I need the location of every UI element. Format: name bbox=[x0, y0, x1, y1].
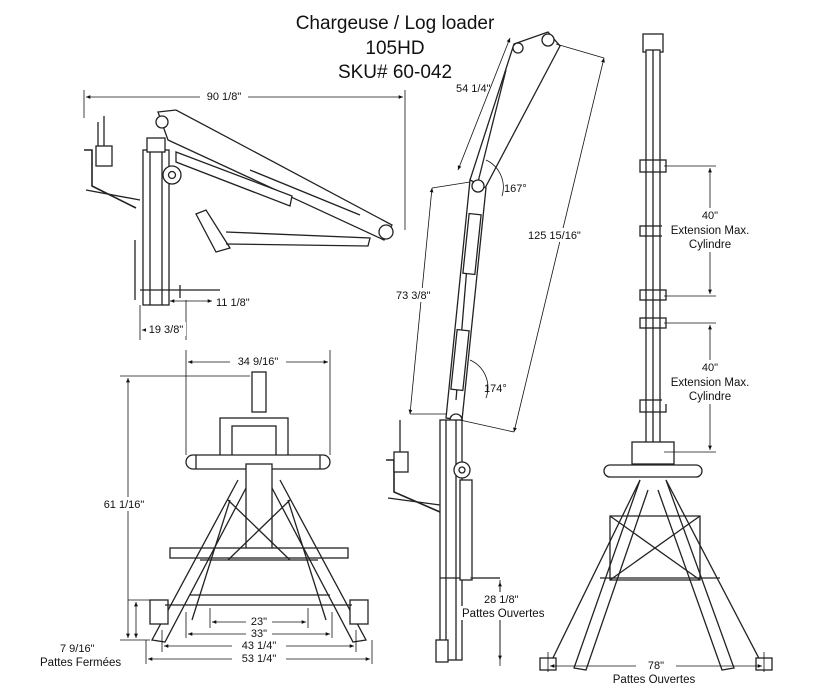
title-line-3: SKU# 60-042 bbox=[337, 62, 453, 83]
rear-ext-top-label-2: Cylindre bbox=[689, 239, 731, 251]
rear-ext-bottom-value: 40" bbox=[702, 362, 718, 374]
rear-ext-top-label-1: Extension Max. bbox=[671, 225, 750, 237]
front-closed-leg-height: 7 9/16" bbox=[60, 643, 95, 655]
extended-open-leg-height: 28 1/8" bbox=[484, 594, 519, 606]
rear-ext-bottom-label-1: Extension Max. bbox=[671, 377, 750, 389]
rear-ext-bottom-label-2: Cylindre bbox=[689, 391, 731, 403]
extended-open-leg-label: Pattes Ouvertes bbox=[462, 608, 545, 620]
extended-angle-top: 167° bbox=[504, 183, 527, 195]
side-base-width: 19 3/8" bbox=[149, 324, 184, 336]
side-leg-offset: 11 1/8" bbox=[216, 297, 250, 309]
extended-view bbox=[386, 31, 561, 663]
extended-boom-length: 73 3/8" bbox=[396, 290, 431, 302]
title-line-2: 105HD bbox=[365, 38, 425, 59]
rear-base-width: 78" bbox=[648, 660, 664, 672]
rear-base-label: Pattes Ouvertes bbox=[613, 674, 696, 686]
front-width-inner: 23" bbox=[251, 616, 267, 628]
rear-view bbox=[539, 33, 773, 671]
extended-total-length: 125 15/16" bbox=[528, 230, 581, 242]
front-width-outer-1: 43 1/4" bbox=[242, 640, 277, 652]
front-width-mid: 33" bbox=[251, 628, 267, 640]
front-height: 61 1/16" bbox=[104, 499, 145, 511]
front-closed-leg-label: Pattes Fermées bbox=[40, 657, 121, 669]
side-overall-length: 90 1/8" bbox=[207, 91, 242, 103]
extended-angle-bottom: 174° bbox=[484, 383, 507, 395]
front-view bbox=[149, 371, 369, 643]
extended-jib-length: 54 1/4" bbox=[456, 83, 491, 95]
rear-ext-top-value: 40" bbox=[702, 210, 718, 222]
front-width-outer-2: 53 1/4" bbox=[242, 653, 277, 665]
front-top-width: 34 9/16" bbox=[238, 356, 279, 368]
title-line-1: Chargeuse / Log loader bbox=[295, 13, 495, 34]
side-view bbox=[84, 109, 394, 306]
